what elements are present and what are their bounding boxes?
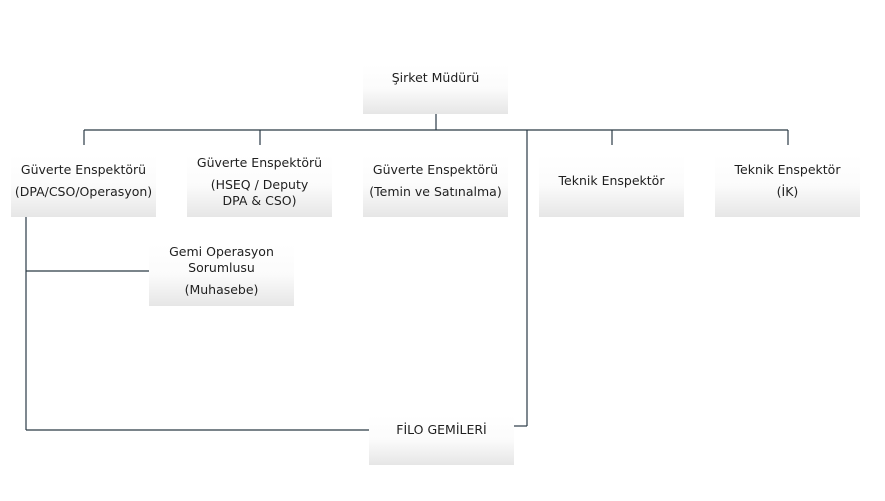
node-title: Şirket Müdürü	[391, 70, 480, 85]
node-subtitle: (Temin ve Satınalma)	[369, 184, 502, 199]
node-department-2: Güverte Enspektörü (HSEQ / Deputy DPA & …	[187, 155, 332, 217]
node-filo-gemileri: FİLO GEMİLERİ	[369, 415, 514, 465]
node-department-3: Güverte Enspektörü (Temin ve Satınalma)	[363, 155, 508, 217]
node-title: Gemi Operasyon Sorumlusu	[169, 244, 274, 275]
node-department-5: Teknik Enspektör (İK)	[715, 155, 860, 217]
node-title: Güverte Enspektörü	[196, 155, 323, 170]
node-department-1: Güverte Enspektörü (DPA/CSO/Operasyon)	[11, 155, 156, 217]
node-subtitle: (HSEQ / Deputy DPA & CSO)	[210, 177, 309, 208]
node-title: Teknik Enspektör	[558, 173, 665, 188]
node-title: Güverte Enspektörü	[372, 162, 499, 177]
node-title: Teknik Enspektör	[734, 162, 841, 177]
node-title: Güverte Enspektörü	[20, 162, 147, 177]
node-subtitle: (Muhasebe)	[184, 282, 259, 297]
node-subtitle: (DPA/CSO/Operasyon)	[14, 184, 153, 199]
node-subtitle: (İK)	[776, 184, 799, 199]
node-title: FİLO GEMİLERİ	[396, 422, 487, 437]
node-department-4: Teknik Enspektör	[539, 155, 684, 217]
node-sirket-muduru: Şirket Müdürü	[363, 64, 508, 114]
node-gemi-operasyon: Gemi Operasyon Sorumlusu (Muhasebe)	[149, 244, 294, 306]
